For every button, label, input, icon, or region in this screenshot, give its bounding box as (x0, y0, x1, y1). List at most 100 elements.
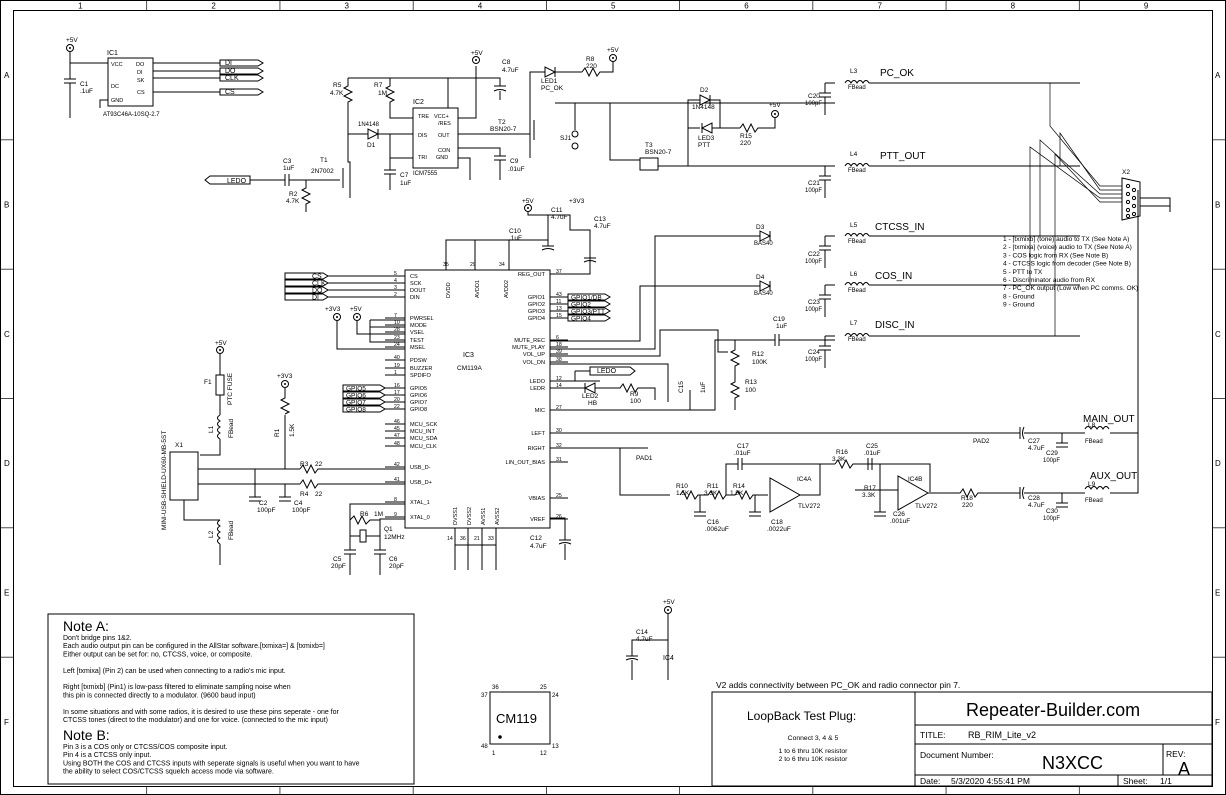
l7-val: FBead (848, 337, 866, 343)
net-cos-in: COS_IN (875, 271, 912, 282)
t3-part: BSN20-7 (645, 149, 672, 156)
plus5v-strap: +5V (350, 306, 362, 313)
ic1-part: AT93C46A-10SQ-2.7 (103, 112, 160, 118)
zone-row-label: E (1215, 589, 1220, 598)
ic3-pin-label: DIN (410, 295, 420, 301)
pad2: PAD2 (973, 438, 990, 445)
note-a-line: Each audio output pin can be configured … (63, 643, 325, 650)
zone-row-label: B (1215, 201, 1220, 210)
ic3-pin-number: 20 (394, 397, 400, 403)
c23-val: 100pF (805, 307, 822, 313)
docnum-label: Document Number: (920, 750, 994, 760)
led3-net: PTT (698, 142, 710, 149)
ic3-pin-label: GPIO3 (528, 309, 545, 315)
v2-note: V2 adds connectivity between PC_OK and r… (716, 680, 960, 690)
zone-row-label: F (4, 718, 9, 727)
ic3-pin-number: 26 (556, 514, 562, 520)
zone-row-label: A (4, 71, 10, 80)
ic2-pin-con: CON (438, 148, 450, 154)
c24-val: 100pF (805, 357, 822, 363)
r2-ref: R2 (289, 191, 298, 198)
ic3-part: CM119A (457, 365, 482, 372)
ic3-pin-label: LEFT (531, 431, 545, 437)
x1-ref: X1 (175, 442, 183, 449)
cm119-pin-37: 37 (481, 693, 488, 699)
ic3-pin-number: 27 (556, 405, 562, 411)
ic3-pin-label: GPIO7 (410, 400, 427, 406)
ic3-pin-number: 29 (470, 262, 476, 268)
title-label: TITLE: (920, 730, 946, 740)
c9-ref: C9 (510, 158, 519, 165)
ic3-pin-number: 33 (488, 536, 494, 542)
ic3-pin-number: 9 (394, 512, 397, 518)
d3-ref: D3 (756, 224, 765, 231)
x2-legend-line: 9 - Ground (1003, 302, 1035, 309)
c13-ref: C13 (594, 216, 606, 223)
note-a-line: Either output can be set for: no, CTCSS,… (63, 651, 253, 658)
plus5v-ic4: +5V (663, 599, 675, 606)
note-a-line: Don't bridge pins 1&2. (63, 635, 132, 642)
c11-ref: C11 (551, 207, 563, 214)
ic3-pin-label: GPIO5 (410, 386, 427, 392)
notes-box: Note A: Don't bridge pins 1&2.Each audio… (47, 613, 415, 785)
rev-label: REV: (1166, 749, 1186, 759)
plus3v3-strap: +3V3 (325, 306, 341, 313)
ic3-pin-number: 2 (394, 292, 397, 298)
r16-ref: R16 (836, 449, 848, 456)
q1-ref: Q1 (384, 526, 393, 533)
c15-val: 1uF (700, 382, 707, 393)
ic1-pin-di: DI (137, 70, 143, 76)
ic3-pin-number: 32 (556, 443, 562, 449)
r3-val: 22 (315, 461, 323, 468)
l7-ref: L7 (850, 320, 858, 327)
ic3-pin-number: 37 (556, 269, 562, 275)
bus-net-flag: DO (312, 288, 323, 295)
pad1: PAD1 (636, 455, 653, 462)
pc-ok-ptt-drivers: LED1 PC_OK R8 220 +5V SJ1 T3 BSN20-7 D2 … (529, 47, 835, 171)
r11-ref: R11 (707, 483, 719, 490)
r6-ref: R6 (360, 511, 369, 518)
c28-ref: C28 (1028, 495, 1040, 502)
ic3-pin-label: VOL_DN (523, 360, 545, 366)
c3-val: 1uF (283, 165, 294, 172)
r15-ref: R15 (740, 133, 752, 140)
ic3-pin-avdd1: AVDD1 (475, 280, 481, 298)
x2-legend-line: 5 - PTT to TX (1003, 269, 1043, 276)
ic3-pin-label: LIN_OUT_BIAS (506, 460, 546, 466)
x2-legend-line: 1 - [txmixb] (tone) audio to TX (See Not… (1003, 236, 1129, 243)
ic2-pin-vcc: VCC+ (434, 114, 449, 120)
ic3-pin-label: XTAL_1 (410, 500, 430, 506)
c25-ref: C25 (866, 443, 878, 450)
title-value: RB_RIM_Lite_v2 (968, 730, 1036, 740)
l2-val: FBead (228, 520, 235, 540)
zone-col-label: 4 (478, 2, 483, 11)
ic1-net-clk: CLK (225, 75, 239, 82)
c20-ref: C20 (808, 93, 820, 100)
ic3-pin-number: 30 (556, 428, 562, 434)
x2-legend-line: 2 - [txmixa] (voice) audio to TX (See No… (1003, 244, 1132, 251)
c21-val: 100pF (805, 188, 822, 194)
ic3-pin-label: GPIO4 (528, 316, 545, 322)
c8-val: 4.7uF (502, 67, 519, 74)
x2-ref: X2 (1122, 169, 1130, 176)
ic1-eeprom: IC1 AT93C46A-10SQ-2.7 VCC DO DI SK DC CS… (64, 37, 264, 118)
ic3-pin-label: SCK (410, 281, 422, 287)
ic4-ref: IC4 (663, 655, 674, 662)
audio-left-right: PAD1 PAD2 R10 1.5K R11 3.3K R14 1.5K C16… (550, 190, 1139, 533)
l5-val: FBead (848, 239, 866, 245)
c9-val: .01uF (508, 166, 525, 173)
ic3-pin-avdd2: AVDD2 (504, 280, 510, 298)
led1-ref: LED1 (541, 78, 558, 85)
c2-val: 100pF (257, 507, 275, 514)
loopback-line: Connect 3, 4 & 5 (788, 735, 839, 742)
cm119-pin-25: 25 (540, 685, 547, 691)
ic3-pin-label: GPIO6 (410, 393, 427, 399)
ic3-pin-number: 14 (447, 536, 453, 542)
ic3-pin-label: TEST (410, 338, 425, 344)
cm119-pin-24: 24 (552, 693, 559, 699)
cm119-footprint: CM119 36 25 37 24 48 1 12 13 (481, 685, 559, 757)
zone-row-label: F (1215, 718, 1220, 727)
ic3-pin-label: RIGHT (528, 446, 546, 452)
c14-ref: C14 (636, 629, 648, 636)
